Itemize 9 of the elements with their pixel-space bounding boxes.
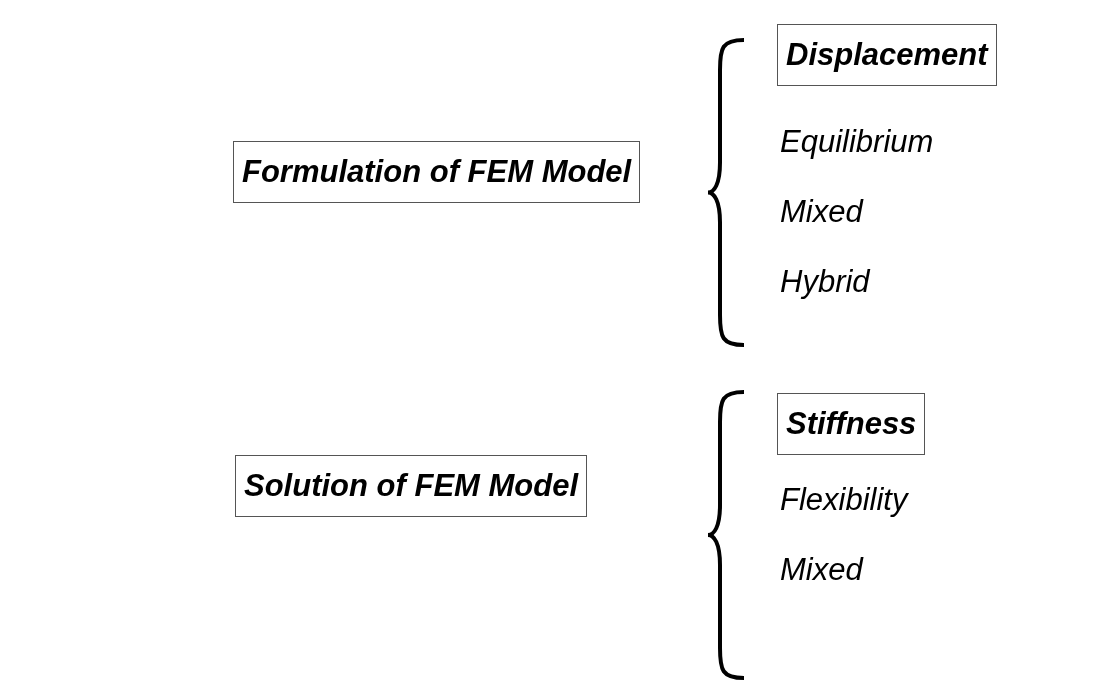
text-box: Stiffness [777, 393, 926, 455]
text-box: Displacement [777, 24, 997, 86]
list-item-text: Hybrid [780, 263, 870, 301]
text-box: Formulation of FEM Model [233, 141, 641, 203]
text-box: Solution of FEM Model [235, 455, 588, 517]
list-item-text: Mixed [780, 193, 863, 231]
list-item-text: Equilibrium [780, 123, 934, 161]
list-item-text: Mixed [780, 551, 863, 589]
list-item-text: Flexibility [780, 481, 908, 519]
